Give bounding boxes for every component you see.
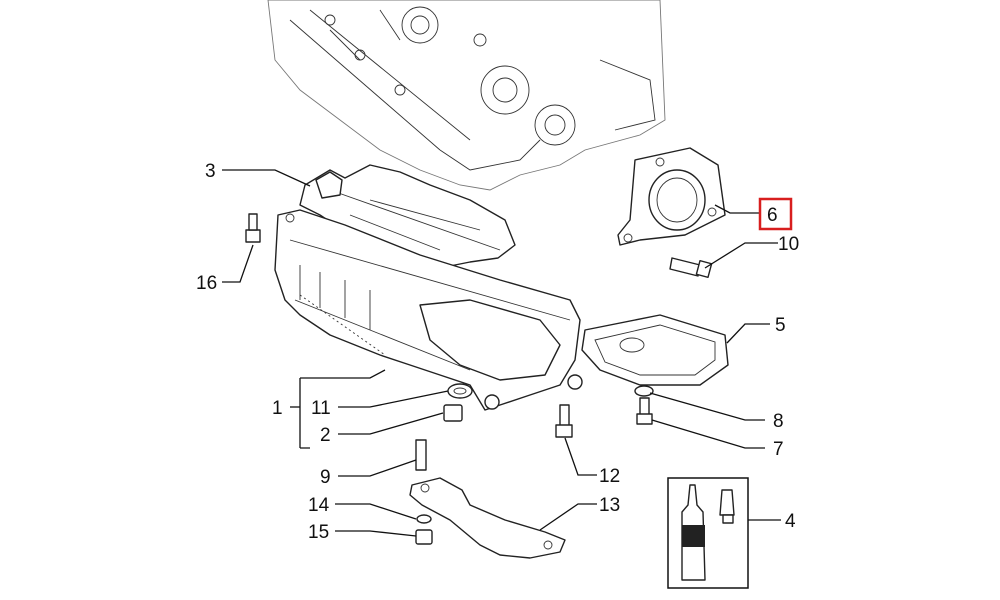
callout-2[interactable]: 2	[320, 425, 331, 446]
callout-1[interactable]: 1	[272, 398, 283, 419]
callout-8[interactable]: 8	[773, 411, 784, 432]
engine-block-illustration	[267, 0, 666, 191]
callout-9[interactable]: 9	[320, 467, 331, 488]
callout-labels: 3 16 6 10 5 1 11 2 8 7 9 12 14 13 15 4	[196, 161, 799, 543]
callout-15[interactable]: 15	[308, 522, 329, 543]
callout-13[interactable]: 13	[599, 495, 620, 516]
leader-lines	[222, 169, 781, 537]
callout-7[interactable]: 7	[773, 439, 784, 460]
seal-housing-illustration	[617, 147, 726, 246]
baffle-plate-illustration	[299, 164, 516, 269]
highlight-box	[758, 197, 793, 231]
cover-plate-illustration	[581, 314, 729, 386]
callout-12[interactable]: 12	[599, 466, 620, 487]
sealant-kit-illustration	[667, 477, 749, 589]
callout-5[interactable]: 5	[775, 315, 786, 336]
oil-pan-illustration	[274, 209, 583, 411]
callout-10[interactable]: 10	[778, 234, 799, 255]
callout-11[interactable]: 11	[311, 398, 331, 419]
callout-14[interactable]: 14	[308, 495, 330, 516]
support-bracket-illustration	[409, 477, 566, 559]
callout-4[interactable]: 4	[785, 511, 796, 532]
callout-16[interactable]: 16	[196, 273, 217, 294]
fasteners-illustration	[245, 213, 713, 545]
callout-6[interactable]: 6	[767, 205, 778, 226]
callout-3[interactable]: 3	[205, 161, 216, 182]
